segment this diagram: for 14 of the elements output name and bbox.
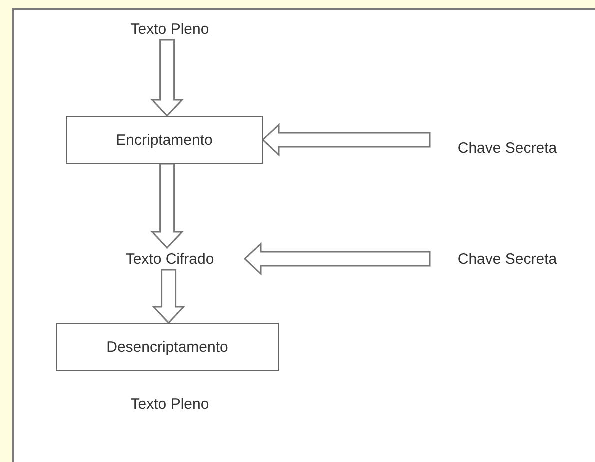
node-label: Desencriptamento [106, 338, 228, 356]
node-label: Texto Pleno [130, 20, 210, 38]
node-label: Chave Secreta [458, 140, 558, 156]
block-arrow [150, 163, 184, 250]
node-label: Encriptamento [116, 132, 213, 148]
process-box [56, 323, 279, 371]
block-arrow [262, 123, 431, 157]
block-arrow [152, 269, 186, 324]
node-label: Texto Cifrado [126, 250, 214, 268]
node-label: Texto Pleno [130, 396, 210, 412]
block-arrow [150, 39, 184, 118]
process-box [66, 116, 263, 164]
block-arrow [244, 242, 431, 276]
node-label: Chave Secreta [458, 250, 558, 268]
